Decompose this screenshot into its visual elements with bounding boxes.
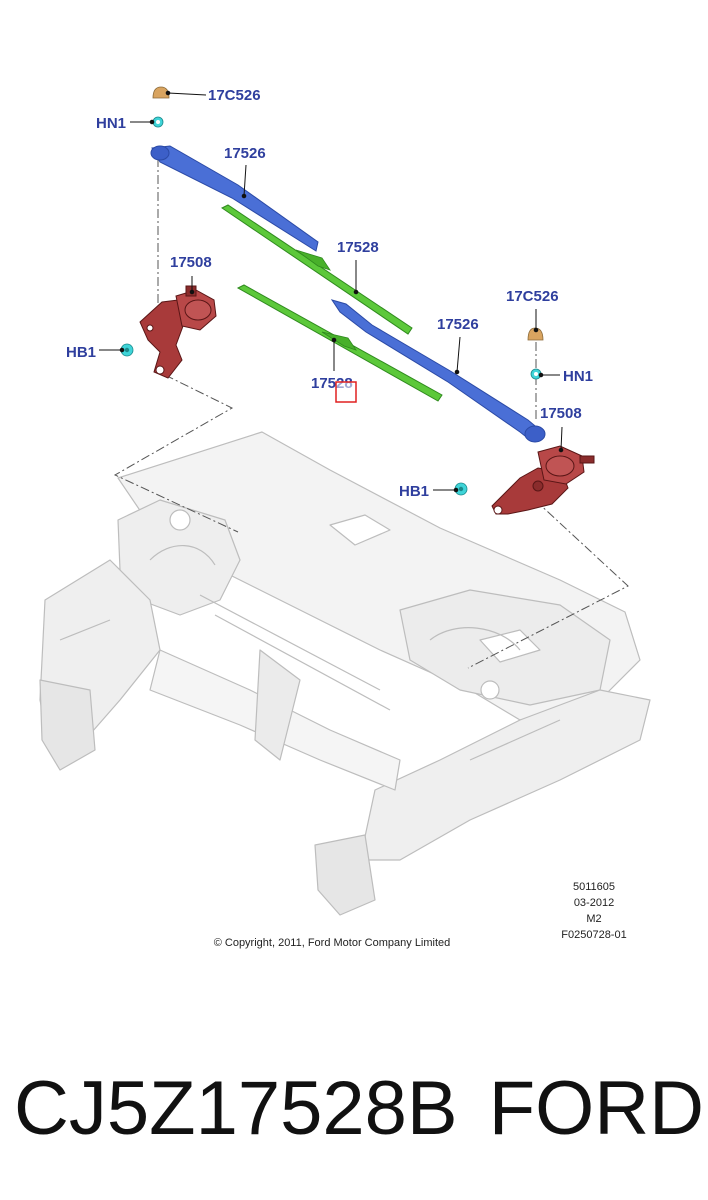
drawing-figure-id: F0250728-01 bbox=[561, 929, 626, 941]
brand-name: FORD bbox=[488, 1065, 704, 1151]
nut-left bbox=[152, 116, 164, 128]
drawing-ref-number: 5011605 bbox=[573, 881, 615, 893]
drawing-revision: M2 bbox=[586, 913, 601, 925]
bolt-right bbox=[454, 482, 468, 496]
wiper-motor-left bbox=[139, 285, 217, 379]
drawing-date: 03-2012 bbox=[574, 897, 614, 909]
part-caption: CJ5Z17528B FORD bbox=[14, 1058, 704, 1158]
part-number: CJ5Z17528B bbox=[14, 1065, 458, 1151]
callout-bolt-right: HB1 bbox=[399, 483, 429, 500]
callout-blade-upper: 17528 bbox=[337, 239, 379, 256]
callout-bolt-cap-left: 17C526 bbox=[208, 87, 261, 104]
callout-leaders bbox=[99, 90, 564, 493]
callout-arm-left: 17526 bbox=[224, 145, 266, 162]
callout-motor-left: 17508 bbox=[170, 254, 212, 271]
wiper-arm-left bbox=[150, 145, 319, 252]
assembly-leader-lines bbox=[113, 158, 629, 669]
callout-motor-right: 17508 bbox=[540, 405, 582, 422]
copyright-notice: © Copyright, 2011, Ford Motor Company Li… bbox=[214, 937, 451, 949]
wiper-blade-lower bbox=[236, 284, 443, 402]
wiper-motor-right bbox=[491, 445, 595, 515]
wiper-system-diagram: 17C526 HN1 17526 17528 17508 HB1 17C526 … bbox=[39, 86, 651, 949]
callout-nut-left: HN1 bbox=[96, 115, 126, 132]
wiper-blade-upper bbox=[221, 204, 413, 335]
highlight-box bbox=[335, 381, 357, 403]
callout-arm-right: 17526 bbox=[437, 316, 479, 333]
callout-bolt-left: HB1 bbox=[66, 344, 96, 361]
wiper-arm-right bbox=[330, 299, 546, 443]
vehicle-front-structure bbox=[39, 431, 651, 916]
callout-bolt-cap-right: 17C526 bbox=[506, 288, 559, 305]
callout-nut-right: HN1 bbox=[563, 368, 593, 385]
